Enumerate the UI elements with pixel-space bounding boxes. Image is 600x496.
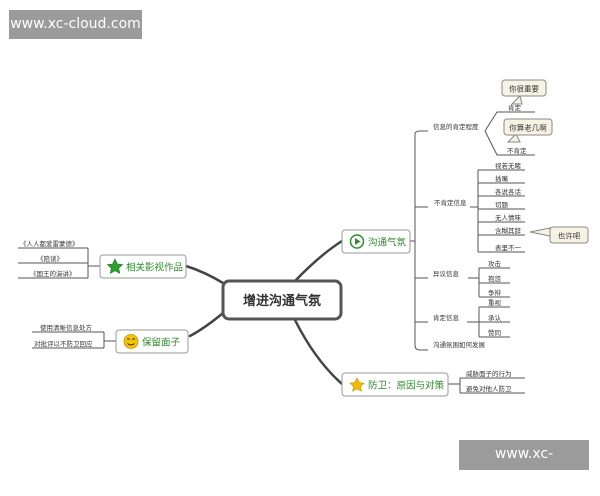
- branch-comm[interactable]: 沟通气氛: [341, 229, 411, 254]
- branch-defense[interactable]: 防卫：原因与对策: [341, 372, 449, 397]
- callout-2-text: 你算老几啊: [509, 123, 547, 133]
- mind-map-canvas: 你很重要 你算老几啊 也许吧 增进沟通气氛 沟通气氛 防卫：原因与对策 相关影视…: [18, 79, 589, 397]
- play-icon-triangle: [355, 238, 361, 245]
- center-node[interactable]: 增进沟通气氛: [221, 279, 343, 321]
- node-uncertain-4[interactable]: 无人情味: [495, 213, 522, 222]
- star-icon: [349, 377, 365, 392]
- node-face-1[interactable]: 对批评以不防卫回应: [34, 339, 93, 348]
- callout-2: 你算老几啊: [503, 118, 553, 136]
- node-disagree-1[interactable]: 抱怨: [488, 274, 502, 283]
- node-positive[interactable]: 信息的肯定程度: [433, 122, 479, 131]
- defense-children: 威胁面子的行为 避免对他人防卫: [466, 369, 512, 393]
- node-affirm-1[interactable]: 承认: [488, 313, 502, 322]
- node-uncertain-1[interactable]: 插嘴: [495, 174, 509, 183]
- face-children: 使用清晰信息处方 对批评以不防卫回应: [34, 323, 93, 348]
- node-face-0[interactable]: 使用清晰信息处方: [40, 323, 93, 332]
- node-uncertain-6[interactable]: 表里不一: [495, 243, 522, 252]
- node-films-2[interactable]: 《国王的演讲》: [30, 269, 76, 278]
- smiley-mouth: [127, 343, 135, 346]
- node-affirm-2[interactable]: 赞同: [488, 328, 501, 337]
- center-title: 增进沟通气氛: [243, 293, 321, 309]
- affirm-children: 重视 承认 赞同: [488, 298, 502, 337]
- node-uncertain-3[interactable]: 切题: [495, 201, 509, 209]
- node-how[interactable]: 沟通氛围如何发展: [433, 340, 486, 349]
- node-uncertain-0[interactable]: 视若无睹: [495, 161, 522, 170]
- branch-comm-label: 沟通气氛: [368, 237, 407, 249]
- disagree-children: 攻击 抱怨 争辩: [488, 259, 502, 297]
- watermark-bottom: www.xc-cloud.com: [459, 440, 589, 490]
- green-star-icon: [106, 258, 124, 274]
- node-affirm-0[interactable]: 重视: [488, 298, 502, 307]
- callout-3-text: 也许吧: [558, 231, 581, 241]
- films-children: 《人人都爱雷蒙德》 《陪读》 《国王的演讲》: [20, 239, 79, 278]
- node-uncertain-5[interactable]: 含糊其辞: [495, 226, 522, 235]
- callout-connectors: [506, 95, 551, 237]
- uncertain-children: 视若无睹 插嘴 各说各话 切题 无人情味 含糊其辞 表里不一: [495, 161, 522, 252]
- branch-face[interactable]: 保留面子: [115, 329, 189, 354]
- branch-face-label: 保留面子: [142, 337, 181, 349]
- node-disagree-2[interactable]: 争辩: [488, 288, 502, 297]
- branch-defense-label: 防卫：原因与对策: [368, 380, 445, 392]
- callout-1: 你很重要: [501, 79, 547, 97]
- branch-films[interactable]: 相关影视作品: [99, 254, 187, 279]
- node-films-0[interactable]: 《人人都爱雷蒙德》: [20, 239, 79, 248]
- comm-children: 信息的肯定程度 不肯定信息 异议信息 肯定信息 沟通氛围如何发展: [433, 122, 486, 349]
- main-connectors: [184, 239, 344, 386]
- node-positive-no[interactable]: 不肯定: [507, 146, 527, 155]
- node-positive-yes[interactable]: 肯定: [508, 103, 522, 112]
- node-affirm[interactable]: 肯定信息: [433, 313, 460, 322]
- positive-children: 肯定 不肯定: [507, 103, 527, 155]
- node-defense-1[interactable]: 避免对他人防卫: [466, 384, 512, 393]
- node-uncertain-2[interactable]: 各说各话: [495, 187, 522, 196]
- branch-films-label: 相关影视作品: [126, 262, 183, 274]
- node-disagree[interactable]: 异议信息: [433, 269, 460, 278]
- node-uncertain[interactable]: 不肯定信息: [434, 198, 467, 207]
- node-films-1[interactable]: 《陪读》: [37, 254, 63, 263]
- node-disagree-0[interactable]: 攻击: [488, 259, 502, 268]
- smiley-icon: [123, 334, 139, 349]
- comm-tree-lines: [18, 111, 535, 394]
- node-defense-0[interactable]: 威胁面子的行为: [466, 369, 512, 378]
- watermark-top: www.xc-cloud.com: [9, 10, 142, 39]
- callout-3: 也许吧: [549, 226, 589, 244]
- callout-1-text: 你很重要: [509, 84, 539, 94]
